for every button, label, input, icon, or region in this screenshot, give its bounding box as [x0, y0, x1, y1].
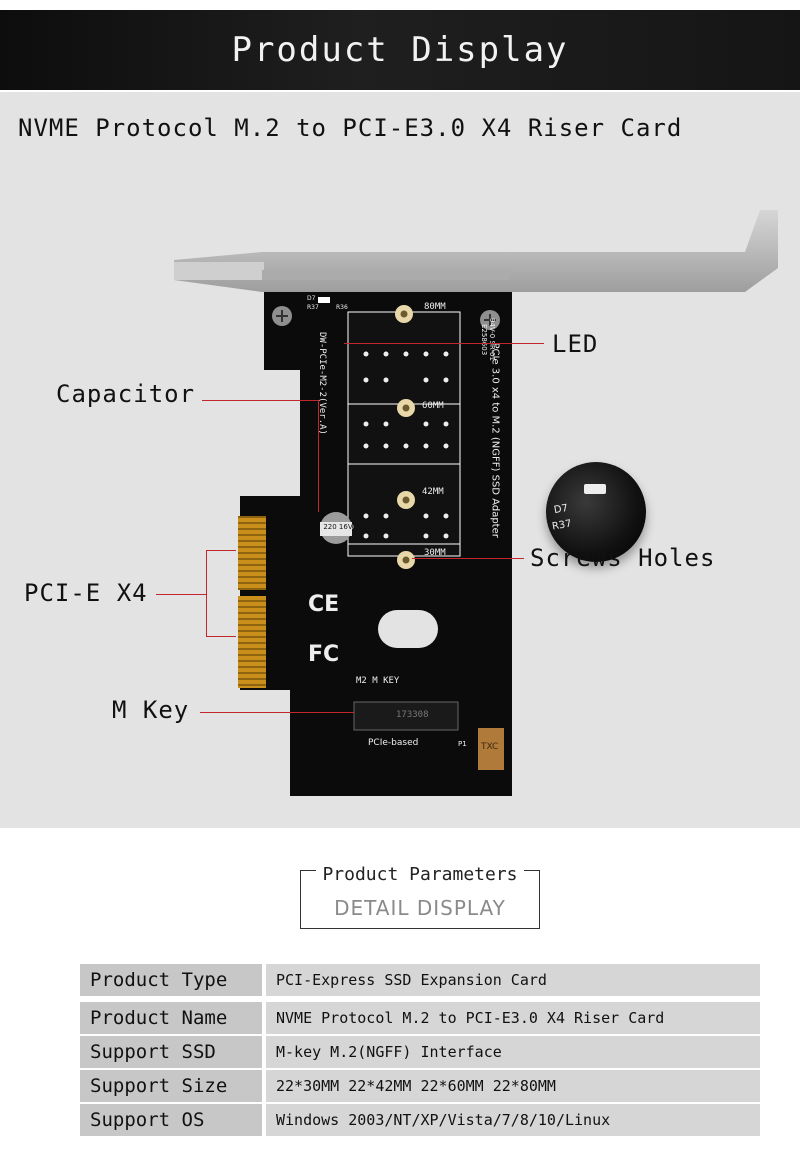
callout-screws-holes: Screws Holes — [530, 544, 716, 572]
callout-capacitor-drop — [318, 400, 319, 512]
zoom-r37-label: R37 — [551, 518, 573, 533]
pcb-label-60mm: 60MM — [422, 401, 444, 411]
pcb-cert-text: 94V-0 SR-01 — [488, 318, 496, 361]
table-row: Product Type PCI-Express SSD Expansion C… — [80, 964, 760, 996]
callout-pcie-bracket-v — [206, 550, 207, 636]
pcb-fc-mark: FC — [308, 642, 340, 667]
params-header: Product Parameters DETAIL DISPLAY — [300, 864, 540, 930]
pcb-ce-mark: CE — [308, 592, 340, 617]
callout-pcie-x4: PCI-E X4 — [24, 579, 148, 607]
pcb-board — [238, 292, 512, 796]
capacitor-print: 220 16V — [323, 523, 353, 531]
led-zoom-inset: D7 R37 — [546, 462, 646, 562]
pcb-c10-label: C10 — [342, 524, 354, 531]
metal-bracket — [174, 210, 778, 292]
riser-card-illustration — [174, 210, 778, 796]
params-frame-top-right — [524, 870, 540, 871]
product-photo-area: NVME Protocol M.2 to PCI-E3.0 X4 Riser C… — [0, 92, 800, 828]
table-row: Support SSD M-key M.2(NGFF) Interface — [80, 1036, 760, 1068]
callout-pcie-line — [156, 594, 206, 595]
param-key: Support SSD — [80, 1036, 262, 1068]
table-row: Support Size 22*30MM 22*42MM 22*60MM 22*… — [80, 1070, 760, 1102]
callout-pcie-bracket-bottom — [206, 636, 236, 637]
param-key: Product Name — [80, 1002, 262, 1034]
pcb-cert2-text: E258603 — [480, 324, 488, 356]
banner: Product Display — [0, 0, 800, 92]
pcb-slot-code: 173308 — [396, 710, 429, 720]
params-frame-bottom — [300, 928, 540, 929]
params-frame-left — [300, 870, 301, 928]
screw-holes — [395, 305, 415, 569]
param-value: NVME Protocol M.2 to PCI-E3.0 X4 Riser C… — [266, 1002, 760, 1034]
pcb-label-80mm: 80MM — [424, 302, 446, 312]
params-frame-top-left — [300, 870, 316, 871]
params-frame-right — [539, 870, 540, 928]
callout-capacitor: Capacitor — [56, 380, 196, 408]
zoom-d7-label: D7 — [553, 502, 569, 517]
param-value: Windows 2003/NT/XP/Vista/7/8/10/Linux — [266, 1104, 760, 1136]
pcb-d7-label: D7 — [307, 295, 316, 302]
callout-capacitor-line — [202, 400, 318, 401]
pcb-label-30mm: 30MM — [424, 548, 446, 558]
pcb-txc-label: TXC — [481, 742, 499, 752]
param-key: Support Size — [80, 1070, 262, 1102]
callout-m-key: M Key — [112, 696, 190, 724]
pcb-label-42mm: 42MM — [422, 487, 444, 497]
led-zoom-led — [584, 484, 606, 494]
callout-pcie-bracket-top — [206, 550, 236, 551]
pcb-r36-label: R36 — [336, 304, 348, 311]
param-value: 22*30MM 22*42MM 22*60MM 22*80MM — [266, 1070, 760, 1102]
callout-led-line — [344, 343, 544, 344]
param-key: Product Type — [80, 964, 262, 996]
table-row: Support OS Windows 2003/NT/XP/Vista/7/8/… — [80, 1104, 760, 1136]
banner-title: Product Display — [231, 30, 569, 70]
param-value: PCI-Express SSD Expansion Card — [266, 964, 760, 996]
pcb-label-pcie-based: PCIe-based — [368, 738, 419, 748]
param-key: Support OS — [80, 1104, 262, 1136]
callout-screws-line — [412, 558, 524, 559]
param-value: M-key M.2(NGFF) Interface — [266, 1036, 760, 1068]
params-title: Product Parameters — [322, 864, 518, 885]
table-row: Product Name NVME Protocol M.2 to PCI-E3… — [80, 1002, 760, 1034]
callout-led: LED — [552, 330, 599, 358]
product-headline: NVME Protocol M.2 to PCI-E3.0 X4 Riser C… — [18, 114, 683, 142]
pcb-r37-label: R37 — [307, 304, 319, 311]
pcb-label-m2-m-key: M2 M KEY — [356, 676, 400, 686]
params-subtitle: DETAIL DISPLAY — [334, 896, 506, 920]
pcb-p1-label: P1 — [458, 740, 467, 748]
callout-m-key-line — [200, 712, 354, 713]
banner-bar — [0, 10, 800, 90]
